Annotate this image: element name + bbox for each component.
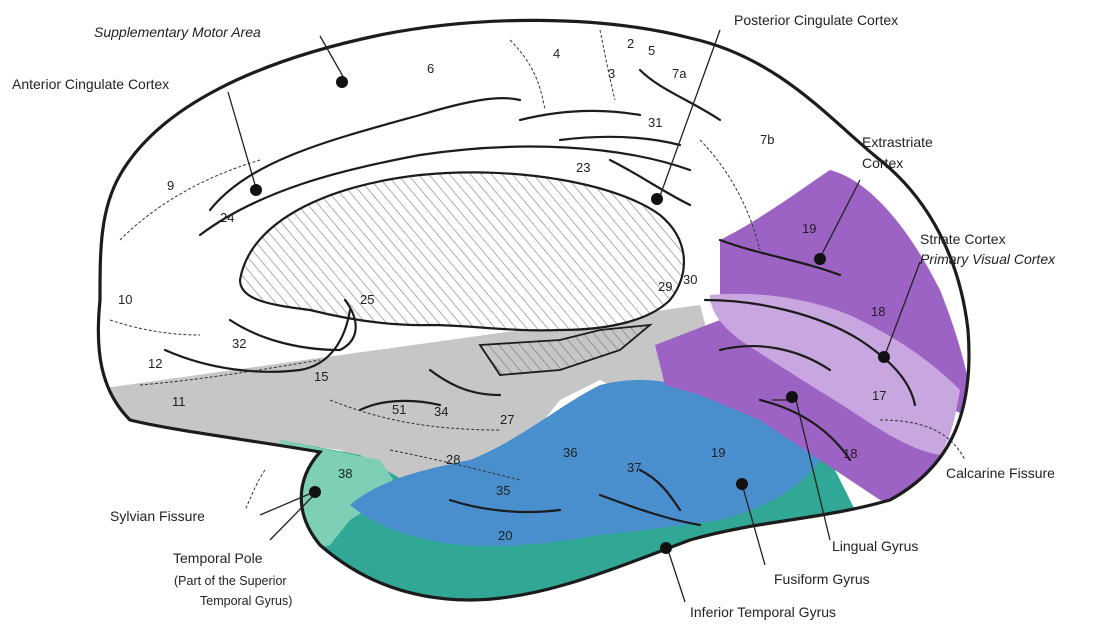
area-6: 6 <box>427 61 434 76</box>
label-fusiform-gyrus: Fusiform Gyrus <box>774 571 870 588</box>
label-inferior-temporal-gyrus: Inferior Temporal Gyrus <box>690 604 836 621</box>
area-20: 20 <box>498 528 512 543</box>
label-sylvian-fissure: Sylvian Fissure <box>110 508 205 525</box>
area-38: 38 <box>338 466 352 481</box>
temporal-pole-marker <box>309 486 321 498</box>
area-17: 17 <box>872 388 886 403</box>
area-30: 30 <box>683 272 697 287</box>
label-lingual-gyrus: Lingual Gyrus <box>832 538 918 555</box>
fusiform-marker <box>736 478 748 490</box>
label-anterior-cingulate-cortex: Anterior Cingulate Cortex <box>12 76 169 93</box>
pcc-marker <box>651 193 663 205</box>
area-19-lower: 19 <box>711 445 725 460</box>
area-35: 35 <box>496 483 510 498</box>
area-2: 2 <box>627 36 634 51</box>
area-9: 9 <box>167 178 174 193</box>
area-23: 23 <box>576 160 590 175</box>
area-34: 34 <box>434 404 448 419</box>
label-posterior-cingulate-cortex: Posterior Cingulate Cortex <box>734 12 898 29</box>
label-extrastriate-line2: Cortex <box>862 155 903 172</box>
area-18-upper: 18 <box>871 304 885 319</box>
area-18-lower: 18 <box>843 446 857 461</box>
lingual-marker <box>786 391 798 403</box>
area-4: 4 <box>553 46 560 61</box>
area-19-upper: 19 <box>802 221 816 236</box>
area-29: 29 <box>658 279 672 294</box>
sma-marker <box>336 76 348 88</box>
area-12: 12 <box>148 356 162 371</box>
area-51: 51 <box>392 402 406 417</box>
area-7b: 7b <box>760 132 774 147</box>
area-36: 36 <box>563 445 577 460</box>
striate-marker <box>878 351 890 363</box>
inferior-temporal-marker <box>660 542 672 554</box>
area-11: 11 <box>172 394 186 409</box>
area-15: 15 <box>314 369 328 384</box>
label-temporal-pole-note-line2: Temporal Gyrus) <box>200 593 292 610</box>
area-28: 28 <box>446 452 460 467</box>
area-27: 27 <box>500 412 514 427</box>
area-24: 24 <box>220 210 234 225</box>
label-extrastriate-line1: Extrastriate <box>862 134 933 151</box>
area-32: 32 <box>232 336 246 351</box>
label-striate-cortex: Striate Cortex <box>920 231 1006 248</box>
label-temporal-pole: Temporal Pole <box>173 550 263 567</box>
area-31: 31 <box>648 115 662 130</box>
area-10: 10 <box>118 292 132 307</box>
label-supplementary-motor-area: Supplementary Motor Area <box>94 24 261 41</box>
label-temporal-pole-note-line1: (Part of the Superior <box>174 573 287 590</box>
label-calcarine-fissure: Calcarine Fissure <box>946 465 1055 482</box>
acc-marker <box>250 184 262 196</box>
area-5: 5 <box>648 43 655 58</box>
area-37: 37 <box>627 460 641 475</box>
area-7a: 7a <box>672 66 687 81</box>
extrastriate-marker <box>814 253 826 265</box>
label-primary-visual-cortex: Primary Visual Cortex <box>920 251 1055 268</box>
area-25: 25 <box>360 292 374 307</box>
area-3: 3 <box>608 66 615 81</box>
